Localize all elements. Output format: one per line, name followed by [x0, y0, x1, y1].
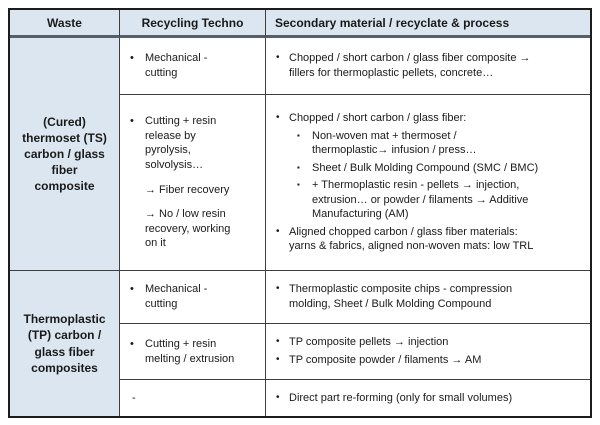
- arrow-note-fiber-recovery: → Fiber recovery: [145, 183, 230, 196]
- cell-tp-secondary-pellets: • TP composite pellets → injection • TP …: [266, 324, 590, 380]
- bullet-item: • Chopped / short carbon / glass fiber:: [276, 111, 582, 126]
- bullet-text: Aligned chopped carbon / glass fiber mat…: [289, 225, 534, 253]
- bullet-text: Mechanical - cutting: [145, 52, 208, 79]
- cell-ts-secondary-fillers: • Chopped / short carbon / glass fiber c…: [266, 38, 590, 95]
- bullet-item: • TP composite pellets → injection: [276, 335, 582, 350]
- cell-tp-techno-melting: • Cutting + resin melting / extrusion: [120, 324, 266, 380]
- header-recycling-techno-label: Recycling Techno: [141, 15, 244, 30]
- bullet-icon: •: [276, 52, 280, 64]
- cell-tp-secondary-reforming: • Direct part re-forming (only for small…: [266, 380, 590, 416]
- bullet-item: • Aligned chopped carbon / glass fiber m…: [276, 225, 582, 254]
- sub-bullet-item: ▪ Sheet / Bulk Molding Compound (SMC / B…: [297, 161, 582, 176]
- bullet-icon: •: [276, 225, 280, 237]
- cell-ts-techno-pyrolysis: • Cutting + resin release by pyrolysis, …: [120, 95, 266, 271]
- bullet-icon: •: [130, 283, 134, 296]
- header-waste-label: Waste: [47, 15, 82, 30]
- square-bullet-icon: ▪: [297, 180, 300, 190]
- waste-label-thermoset: (Cured) thermoset (TS) carbon / glass fi…: [10, 38, 120, 271]
- bullet-text: Thermoplastic composite chips - compress…: [289, 283, 513, 310]
- sub-bullet-item: ▪ + Thermoplastic resin - pellets → inje…: [297, 178, 582, 222]
- bullet-item: • Direct part re-forming (only for small…: [276, 391, 582, 406]
- header-recycling-techno: Recycling Techno: [120, 10, 266, 38]
- bullet-text: Non-woven mat + thermoset / thermoplasti…: [312, 129, 477, 157]
- waste-label-thermoplastic-text: Thermoplastic (TP) carbon / glass fiber …: [23, 312, 106, 375]
- bullet-item: • TP composite powder / filaments → AM: [276, 353, 582, 368]
- bullet-text: Chopped / short carbon / glass fiber:: [289, 112, 467, 125]
- bullet-item: • Thermoplastic composite chips - compre…: [276, 282, 582, 311]
- square-bullet-icon: ▪: [297, 162, 300, 172]
- bullet-item: • Cutting + resin melting / extrusion: [130, 337, 257, 366]
- recycling-table: Waste Recycling Techno Secondary materia…: [8, 8, 592, 418]
- bullet-text: Mechanical - cutting: [145, 283, 208, 310]
- arrow-note-resin-recovery: → No / low resin recovery, working on it: [145, 208, 231, 250]
- cell-tp-techno-mechanical: • Mechanical - cutting: [120, 271, 266, 324]
- bullet-text: Cutting + resin release by pyrolysis, so…: [145, 115, 217, 171]
- bullet-icon: •: [130, 52, 134, 65]
- header-waste: Waste: [10, 10, 120, 38]
- bullet-text: Cutting + resin melting / extrusion: [145, 337, 235, 365]
- header-secondary-material: Secondary material / recyclate & process: [266, 10, 590, 38]
- bullet-text: + Thermoplastic resin - pellets → inject…: [312, 179, 529, 221]
- bullet-text: Direct part re-forming (only for small v…: [289, 391, 513, 404]
- cell-tp-techno-none: -: [120, 380, 266, 416]
- bullet-icon: •: [276, 354, 280, 365]
- bullet-item: • Mechanical - cutting: [130, 282, 257, 311]
- cell-ts-techno-mechanical: • Mechanical - cutting: [120, 38, 266, 95]
- header-secondary-material-label: Secondary material / recyclate & process: [275, 15, 510, 30]
- waste-label-thermoplastic: Thermoplastic (TP) carbon / glass fiber …: [10, 271, 120, 416]
- bullet-item: • Mechanical - cutting: [130, 51, 257, 80]
- sub-bullet-item: ▪ Non-woven mat + thermoset / thermoplas…: [297, 129, 582, 158]
- bullet-text: TP composite powder / filaments → AM: [289, 354, 482, 366]
- waste-label-thermoset-text: (Cured) thermoset (TS) carbon / glass fi…: [22, 114, 107, 194]
- bullet-text: Chopped / short carbon / glass fiber com…: [289, 52, 531, 79]
- bullet-item: • Cutting + resin release by pyrolysis, …: [130, 114, 257, 172]
- bullet-icon: •: [276, 283, 280, 295]
- bullet-icon: •: [130, 337, 134, 350]
- square-bullet-icon: ▪: [297, 130, 300, 140]
- bullet-icon: •: [130, 115, 134, 128]
- cell-ts-secondary-fiber-routes: • Chopped / short carbon / glass fiber: …: [266, 95, 590, 271]
- dash-placeholder: -: [132, 391, 136, 404]
- bullet-item: • Chopped / short carbon / glass fiber c…: [276, 51, 582, 80]
- bullet-icon: •: [276, 336, 280, 348]
- bullet-icon: •: [276, 391, 280, 403]
- bullet-text: Sheet / Bulk Molding Compound (SMC / BMC…: [312, 161, 539, 174]
- bullet-text: TP composite pellets → injection: [289, 336, 449, 349]
- bullet-icon: •: [276, 112, 280, 124]
- cell-tp-secondary-chips: • Thermoplastic composite chips - compre…: [266, 271, 590, 324]
